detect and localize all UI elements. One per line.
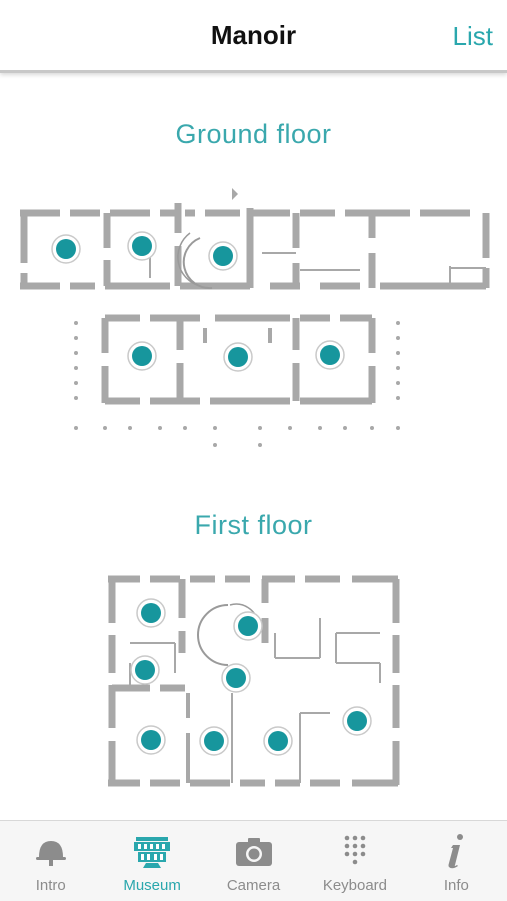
tab-label: Info — [443, 877, 469, 894]
tab-label: Intro — [35, 877, 66, 894]
map-marker[interactable] — [136, 598, 166, 628]
list-button[interactable]: List — [452, 21, 493, 51]
info-icon — [448, 834, 464, 869]
map-marker[interactable] — [315, 340, 345, 370]
bell-icon — [35, 841, 66, 866]
tab-label: Museum — [123, 877, 181, 894]
map-marker[interactable] — [130, 655, 160, 685]
museum-icon — [134, 837, 171, 868]
tab-label: Camera — [226, 877, 281, 894]
ground-floor-title: Ground floor — [175, 119, 332, 149]
map-marker[interactable] — [263, 726, 293, 756]
first-floor-plan — [108, 575, 400, 787]
map-marker[interactable] — [223, 342, 253, 372]
ground-floor-markers — [51, 231, 345, 372]
page-title: Manoir — [210, 20, 297, 50]
ground-floor-plan — [20, 188, 490, 447]
tab-info[interactable]: Info — [406, 821, 507, 901]
tab-camera[interactable]: Camera — [203, 821, 304, 901]
tab-keyboard[interactable]: Keyboard — [304, 821, 405, 901]
map-marker[interactable] — [233, 611, 263, 641]
map-marker[interactable] — [127, 231, 157, 261]
map-marker[interactable] — [127, 341, 157, 371]
first-floor-title: First floor — [194, 510, 313, 540]
navigation-bar: Manoir List — [0, 0, 507, 73]
tab-intro[interactable]: Intro — [0, 821, 101, 901]
tab-label: Keyboard — [322, 877, 388, 894]
keypad-icon — [344, 835, 366, 865]
map-marker[interactable] — [199, 726, 229, 756]
tab-bar: Intro Museum Camera — [0, 820, 507, 901]
floor-plans[interactable]: Ground floor — [0, 73, 507, 820]
map-marker[interactable] — [208, 241, 238, 271]
map-marker[interactable] — [51, 234, 81, 264]
map-marker[interactable] — [136, 725, 166, 755]
map-marker[interactable] — [221, 663, 251, 693]
first-floor-markers — [130, 598, 372, 756]
tab-museum[interactable]: Museum — [101, 821, 202, 901]
map-marker[interactable] — [342, 706, 372, 736]
camera-icon — [235, 838, 272, 866]
